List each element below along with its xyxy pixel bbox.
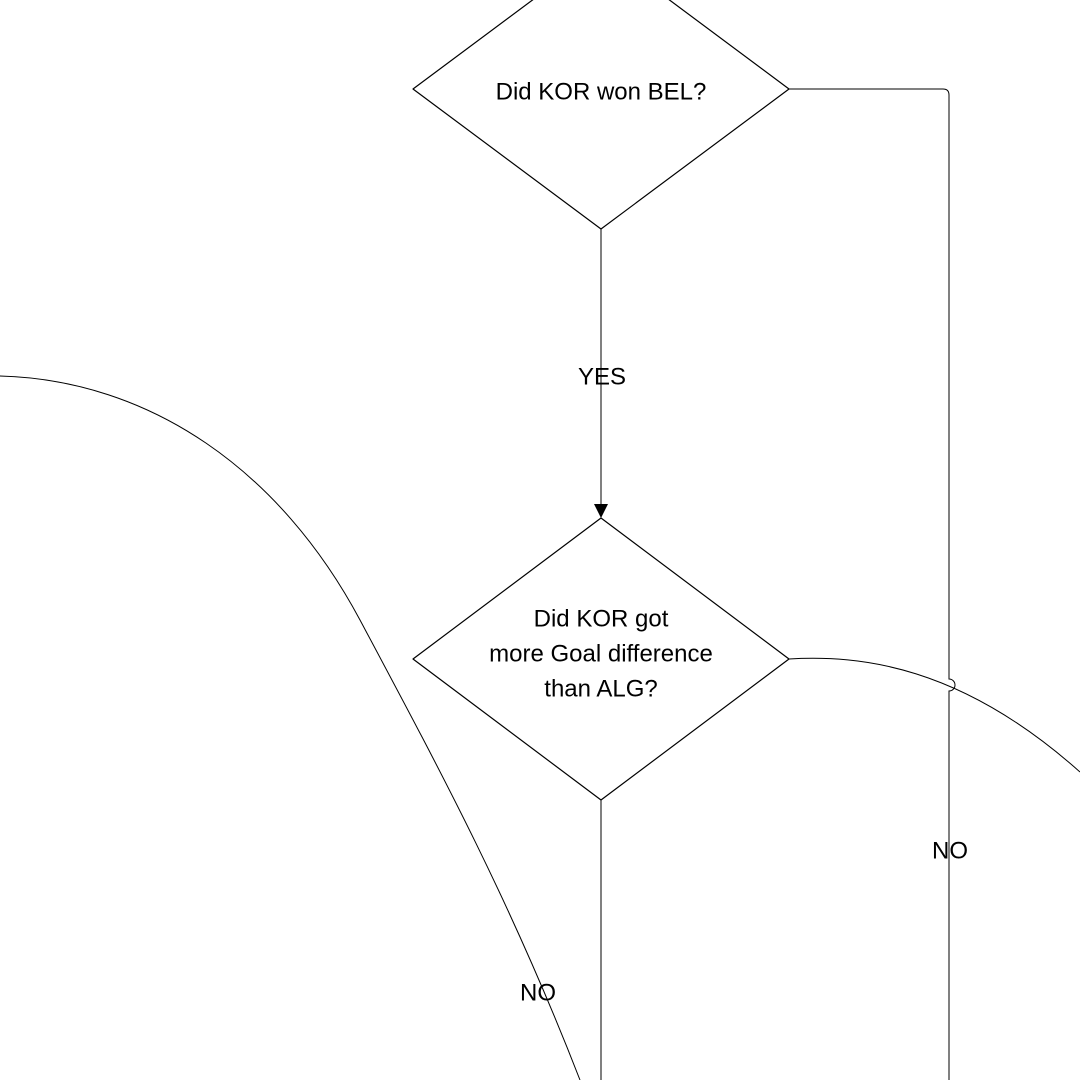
edge-label-yes: YES [578,363,626,390]
connector-goal-diff-right-curve [788,657,1080,773]
decision-did-kor-got-more-goal-difference: Did KOR got more Goal difference than AL… [412,517,790,801]
decision-text-line: Did KOR won BEL? [496,78,707,105]
edge-label-no-right: NO [932,837,968,864]
decision-diamond [412,0,790,230]
connector-goal-diff-no-curve [0,375,581,1081]
decision-text-line: Did KOR got [534,605,669,632]
decision-diamond [412,517,790,801]
decision-did-kor-won-bel: Did KOR won BEL? [412,0,790,230]
edge-label-no-left: NO [520,979,556,1006]
decision-text-line: more Goal difference [489,640,713,667]
decision-text-line: than ALG? [544,675,657,702]
connector-won-bel-no [789,88,956,1080]
